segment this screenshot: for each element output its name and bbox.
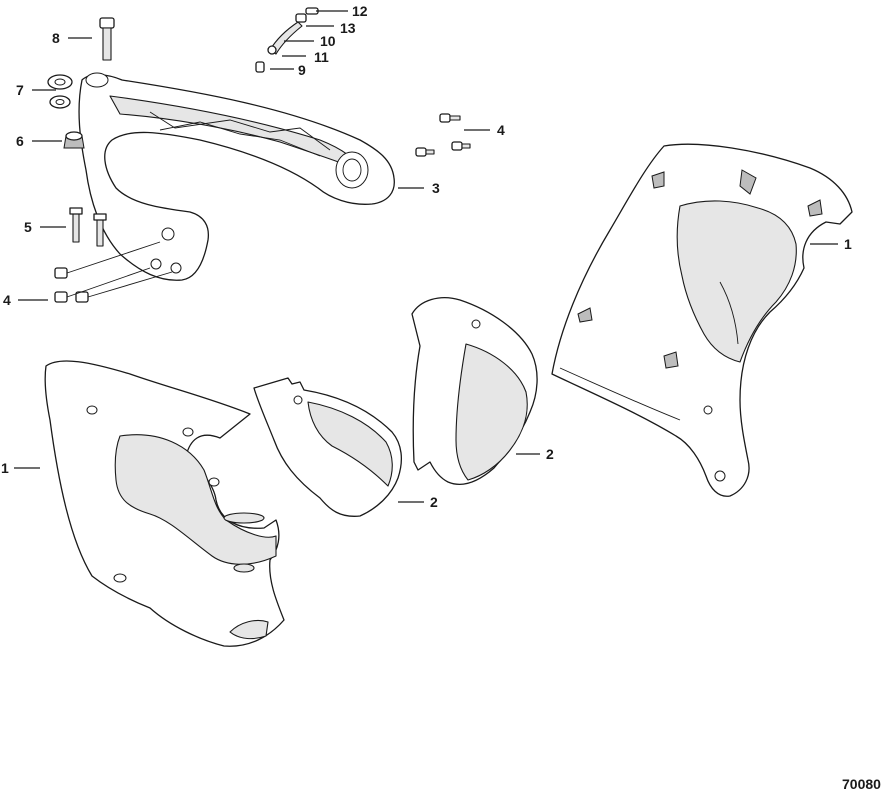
callout-2-center: 2: [430, 494, 438, 510]
callout-12: 12: [352, 3, 368, 19]
bolt-8: [99, 17, 115, 61]
hose-fitting: [255, 7, 319, 73]
bolts-4-right: [415, 113, 471, 157]
callout-9: 9: [298, 62, 306, 78]
callout-11: 11: [314, 49, 329, 65]
callout-1-left: 1: [1, 460, 9, 476]
callout-5: 5: [24, 219, 32, 235]
bolts-5: [69, 207, 107, 247]
callout-1-right: 1: [844, 236, 852, 252]
figure-number: 70080: [842, 776, 881, 792]
callout-3: 3: [432, 180, 440, 196]
cowl-side-panel-left: [44, 360, 285, 647]
callouts: 8 7 6 5 4 3 4 12 13 10 11 9 1 1 2 2: [1, 3, 852, 510]
callout-7: 7: [16, 82, 24, 98]
bolts-4-left: [54, 241, 173, 303]
callout-10: 10: [320, 33, 336, 49]
support-bracket: [78, 72, 395, 281]
inner-cover-center: [253, 377, 403, 517]
grommet-6: [63, 131, 85, 149]
cowl-side-panel-right: [551, 143, 853, 497]
callout-4-right: 4: [497, 122, 505, 138]
leader-lines: [14, 10, 838, 503]
callout-8: 8: [52, 30, 60, 46]
callout-2-right: 2: [546, 446, 554, 462]
washer-7: [47, 74, 73, 109]
inner-cover-right: [411, 297, 538, 485]
callout-6: 6: [16, 133, 24, 149]
callout-13: 13: [340, 20, 356, 36]
callout-4-left: 4: [3, 292, 11, 308]
